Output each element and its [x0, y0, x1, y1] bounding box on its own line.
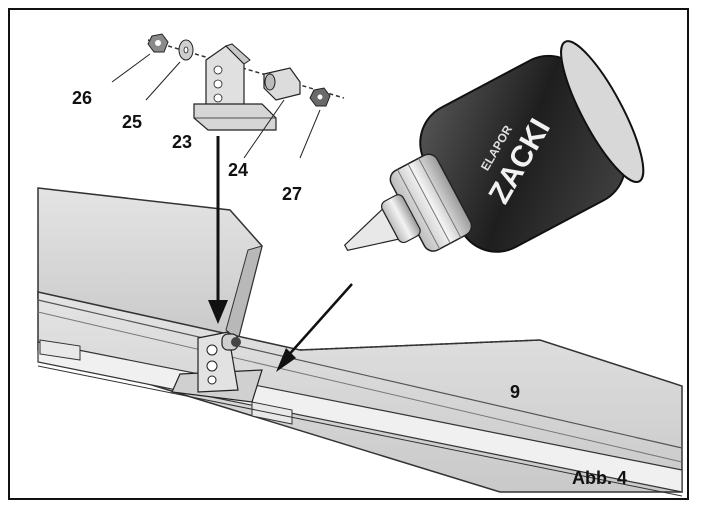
part-label-23: 23: [172, 132, 193, 152]
part-label-25: 25: [122, 112, 143, 132]
nut-27: [309, 87, 331, 107]
figure-caption: Abb. 4: [572, 468, 628, 488]
assembly-arrow: [208, 136, 228, 324]
nut-26: [147, 33, 169, 53]
part-label-9: 9: [510, 382, 521, 402]
figure-frame: [8, 8, 689, 500]
mounted-rudder-horn: [171, 331, 263, 403]
part-label-24: 24: [228, 160, 249, 180]
horn-23: [193, 43, 277, 131]
glue-arrow: [276, 283, 353, 372]
washer-25: [178, 39, 194, 61]
part-label-27: 27: [282, 184, 303, 204]
exploded-parts: [111, 33, 345, 159]
glue-bottle: ZACKI ELAPOR: [343, 40, 645, 253]
wing-upper-panel: [37, 187, 263, 341]
clevis-24: [263, 67, 301, 101]
part-label-26: 26: [72, 88, 93, 108]
